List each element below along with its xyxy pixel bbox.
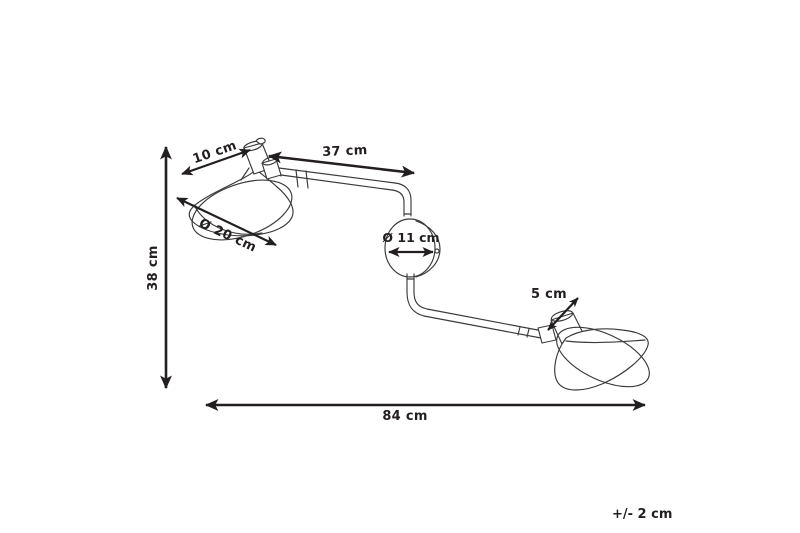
- wall-mount-plate: [384, 218, 441, 278]
- dimension-upper-arm: 37 cm: [267, 143, 416, 178]
- dimension-label-upper-arm: 37 cm: [322, 143, 368, 160]
- dimension-mount-diameter: Ø 11 cm: [382, 230, 440, 258]
- dimension-label-shade-neck: 5 cm: [531, 287, 567, 302]
- dimension-total-width: 84 cm: [204, 399, 647, 424]
- dimension-label-mount-diameter: Ø 11 cm: [382, 230, 439, 245]
- product-illustration: [188, 137, 650, 391]
- tolerance-note: +/- 2 cm: [612, 507, 672, 522]
- dimension-shade-depth: 10 cm: [181, 138, 251, 176]
- dimension-label-total-width: 84 cm: [382, 409, 427, 424]
- lower-arm: [406, 273, 544, 339]
- dimension-shade-neck: 5 cm: [531, 287, 579, 331]
- dimension-height: 38 cm: [146, 145, 172, 390]
- dimension-label-height: 38 cm: [146, 245, 161, 290]
